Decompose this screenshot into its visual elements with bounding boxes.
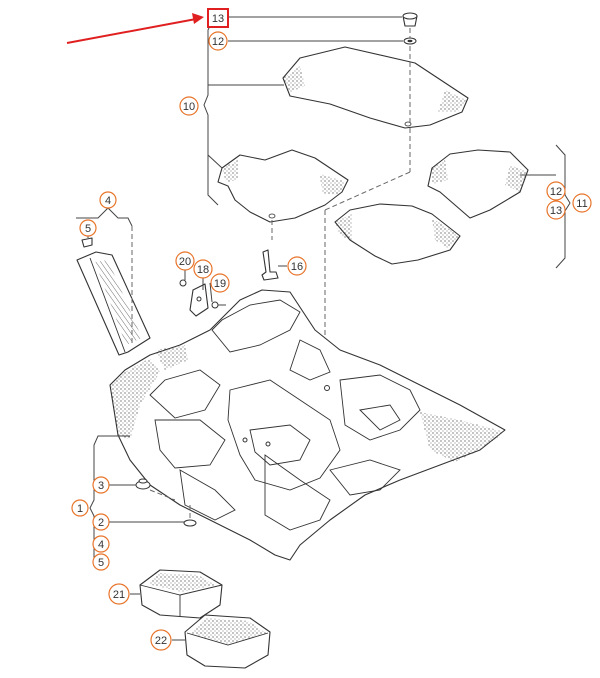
callout-11[interactable]: 11 xyxy=(572,193,592,213)
clip-2 xyxy=(183,519,197,527)
callout-4-top[interactable]: 4 xyxy=(99,191,117,209)
callout-5-bottom[interactable]: 5 xyxy=(92,553,110,571)
callout-1[interactable]: 1 xyxy=(71,499,89,517)
callout-12-top[interactable]: 12 xyxy=(208,31,228,51)
svg-text:12: 12 xyxy=(550,186,562,198)
leader-lines-bracket xyxy=(184,270,213,303)
svg-text:4: 4 xyxy=(98,539,104,551)
highlight-arrow xyxy=(66,13,204,44)
svg-text:3: 3 xyxy=(98,480,104,492)
sill-trim-panel xyxy=(76,237,151,356)
callout-4-bottom[interactable]: 4 xyxy=(92,535,110,553)
rear-floor-mat-left xyxy=(334,203,461,265)
nut-20 xyxy=(179,279,187,287)
callout-13-right[interactable]: 13 xyxy=(546,200,566,220)
callout-3[interactable]: 3 xyxy=(92,476,110,494)
svg-text:1: 1 xyxy=(77,503,83,515)
callout-20[interactable]: 20 xyxy=(175,251,195,271)
insulation-block-21 xyxy=(130,569,223,619)
svg-text:2: 2 xyxy=(98,517,104,529)
floor-carpet xyxy=(109,289,506,561)
svg-text:13: 13 xyxy=(212,13,224,25)
svg-text:11: 11 xyxy=(576,198,587,210)
svg-text:19: 19 xyxy=(214,278,226,290)
svg-text:12: 12 xyxy=(212,36,224,48)
svg-text:20: 20 xyxy=(179,256,191,268)
bracket-18 xyxy=(189,283,209,317)
callout-2[interactable]: 2 xyxy=(92,513,110,531)
svg-text:10: 10 xyxy=(183,101,195,113)
callout-18[interactable]: 18 xyxy=(193,259,213,279)
svg-text:5: 5 xyxy=(85,223,91,235)
callout-10[interactable]: 10 xyxy=(179,96,199,116)
callout-22[interactable]: 22 xyxy=(150,629,172,651)
clip-12-top xyxy=(403,37,417,45)
callout-16[interactable]: 16 xyxy=(287,256,307,276)
front-floor-mat-right xyxy=(282,46,469,129)
callout-5-top[interactable]: 5 xyxy=(79,219,97,237)
callout-12-right[interactable]: 12 xyxy=(546,181,566,201)
callout-21[interactable]: 21 xyxy=(108,583,130,605)
svg-text:22: 22 xyxy=(155,635,167,647)
callout-13-top[interactable]: 13 xyxy=(207,8,229,28)
svg-text:18: 18 xyxy=(197,264,209,276)
svg-text:21: 21 xyxy=(113,589,125,601)
callout-19[interactable]: 19 xyxy=(210,273,230,293)
svg-text:5: 5 xyxy=(98,557,104,569)
svg-text:13: 13 xyxy=(550,205,562,217)
leader-lines-lower xyxy=(89,435,191,571)
leader-lines-top xyxy=(203,16,571,269)
front-floor-mat-left xyxy=(217,149,349,223)
rear-floor-mat-right xyxy=(427,149,529,219)
hook-16 xyxy=(261,249,287,281)
insulation-block-22 xyxy=(172,614,271,669)
clip-13-top xyxy=(402,12,418,27)
screw-19 xyxy=(211,301,226,309)
svg-text:16: 16 xyxy=(291,261,303,273)
svg-text:4: 4 xyxy=(105,195,111,207)
